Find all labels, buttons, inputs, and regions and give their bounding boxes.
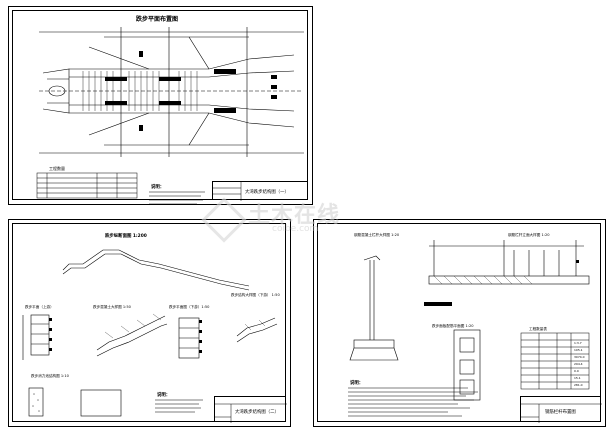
- sheet-2-sub1: 跌步平面（上游）: [25, 305, 54, 309]
- table-value-5: 0.0: [574, 369, 579, 373]
- sheet-1-drawing-name: 大湾跌步结构图（一）: [245, 190, 289, 195]
- remarks-lines: [149, 191, 205, 205]
- remarks-heading: 说明：: [151, 185, 165, 190]
- detail-drawings: [22, 313, 278, 360]
- sheet-3-table-heading: 工程数量表: [529, 327, 547, 331]
- sheet-3-drawing-name: 钢筋栏杆布置图: [545, 410, 576, 415]
- table-value-3: 3074.0: [574, 355, 585, 359]
- longitudinal-profile: [62, 249, 250, 291]
- table-value-2: 105.1: [574, 348, 583, 352]
- table-value-1: 1:3.7: [574, 341, 582, 345]
- watermark-text: 土木在线: [248, 203, 341, 228]
- drawing-sheet-1: 跌步平面布置图: [8, 6, 313, 205]
- railing-details: [349, 240, 590, 401]
- drawing-sheet-3: 钢筋混凝土栏杆大样图 1:20 钢筋栏杆立面大样图 1:20: [313, 219, 606, 427]
- plan-drawing: [39, 27, 304, 157]
- sheet-3-quantity-table: [520, 332, 590, 390]
- sheet-3-titleblock: 钢筋栏杆布置图: [520, 396, 602, 423]
- sheet-1-frame: [12, 10, 308, 200]
- sheet-2-sub3: 跌步平面图（下游）1:50: [169, 305, 210, 309]
- sheet-2-remarks-lines: [155, 399, 203, 413]
- stilling-basin-detail: [28, 387, 122, 417]
- sheet-2-sub5: 跌步消力池结构图 1:10: [31, 374, 69, 378]
- sheet-2-titleblock: 大湾跌步结构图（二）: [214, 396, 287, 423]
- sheet-1-title: 跌步平面布置图: [136, 16, 179, 23]
- sheet-3-sub2: 钢筋栏杆立面大样图 1:20: [508, 233, 550, 237]
- sheet-1-titleblock: 大湾跌步结构图（一）: [212, 181, 308, 201]
- watermark-subtext: coibe.com: [272, 224, 319, 234]
- table-value-6: 15.1: [574, 376, 581, 380]
- sheet-3-sub3: 跌步面板配筋平面图 1:20: [432, 324, 474, 328]
- quantity-table: [36, 172, 138, 199]
- sheet-2-frame: [12, 223, 286, 422]
- drawing-sheet-2: 跌步纵断面图 1:200 跌步平面（上游） 跌步混凝土大样图 1:50 跌步平面…: [8, 219, 291, 427]
- sheet-2-title: 跌步纵断面图 1:200: [105, 234, 147, 239]
- sheet-2-drawing-name: 大湾跌步结构图（二）: [235, 410, 279, 415]
- quantity-table-heading: 工程数量: [49, 166, 65, 171]
- table-value-4: 294.4: [574, 362, 583, 366]
- sheet-2-sub4: 跌步结构大样图（下游） 1:50: [231, 293, 280, 297]
- sheet-3-frame: [317, 223, 601, 422]
- sheet-2-remarks-heading: 说明：: [157, 393, 171, 398]
- sheet-3-remarks-heading: 说明：: [350, 381, 364, 386]
- sheet-2-sub2: 跌步混凝土大样图 1:50: [93, 305, 131, 309]
- table-value-7: 281.0: [574, 383, 583, 387]
- sheet-3-remarks-lines: [348, 387, 478, 417]
- sheet-3-sub1: 钢筋混凝土栏杆大样图 1:20: [354, 233, 400, 237]
